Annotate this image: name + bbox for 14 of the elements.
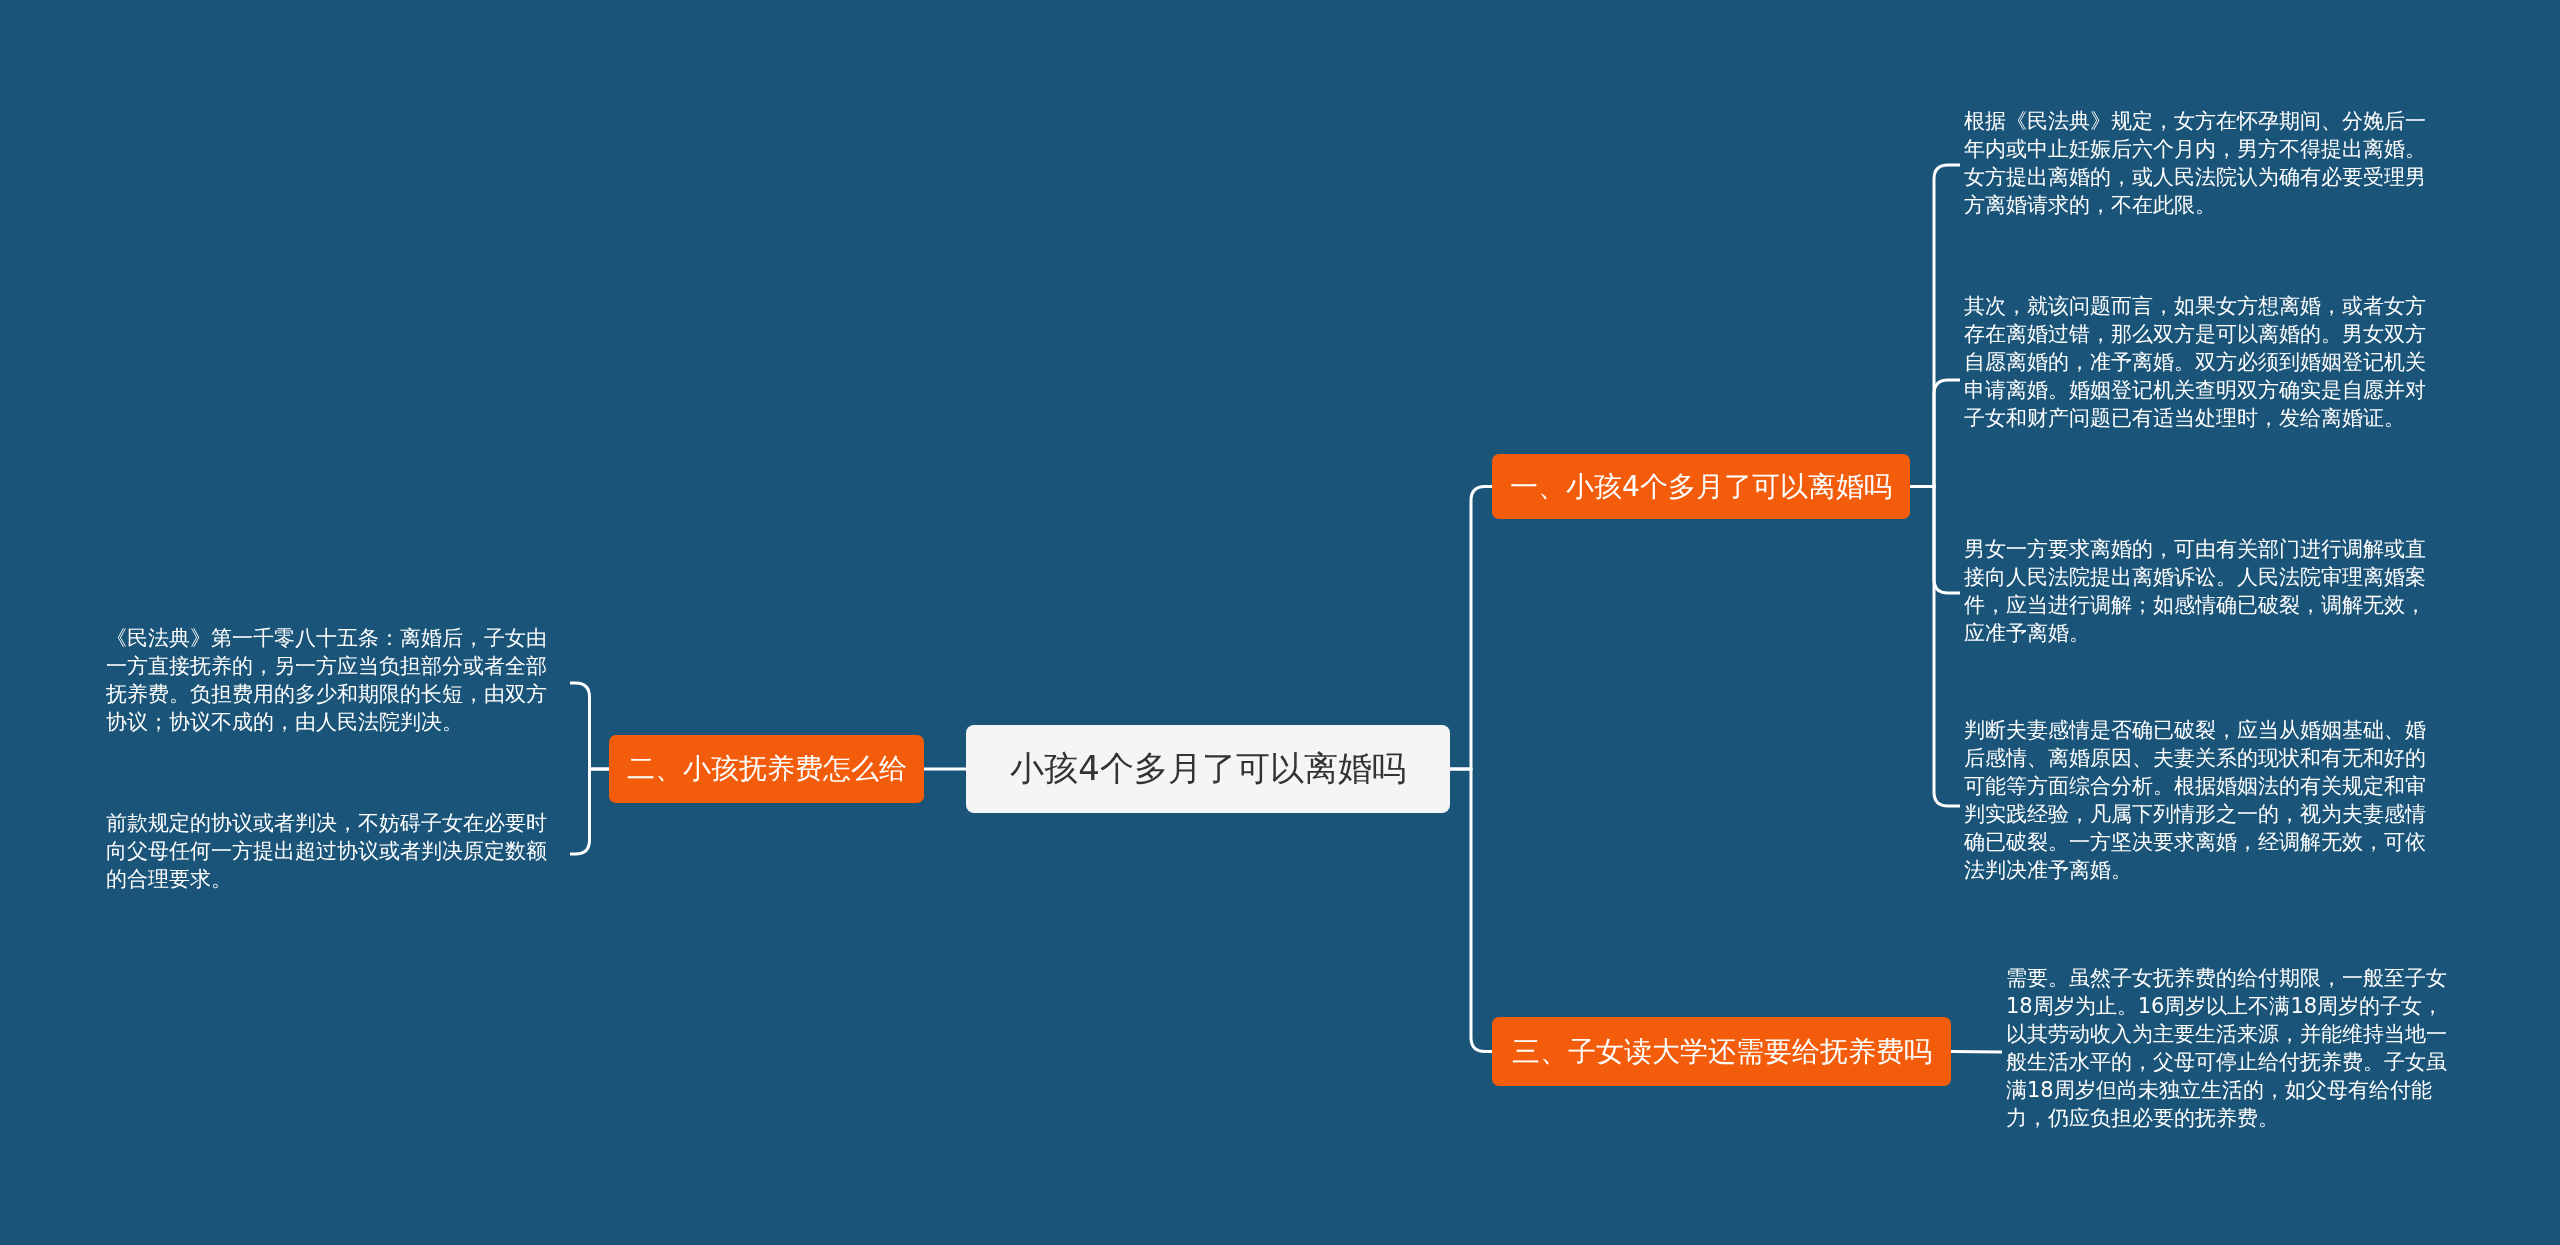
note-text: 前款规定的协议或者判决，不妨碍子女在必要时向父母任何一方提出超过协议或者判决原定数额的合理要求。 bbox=[106, 809, 566, 899]
note-text: 男女一方要求离婚的，可由有关部门进行调解或直接向人民法院提出离婚诉讼。人民法院审理离婚案件，应当进行调解；如感情确已破裂，调解无效，应准予离婚。 bbox=[1964, 535, 2426, 651]
central-topic-box: 小孩4个多月了可以离婚吗 bbox=[966, 725, 1450, 813]
topic-box: 一、小孩4个多月了可以离婚吗 bbox=[1492, 454, 1910, 519]
topic-box: 三、子女读大学还需要给抚养费吗 bbox=[1492, 1017, 1951, 1086]
connector-line bbox=[924, 767, 966, 771]
connector-line bbox=[1951, 1050, 2002, 1054]
note-text: 判断夫妻感情是否确已破裂，应当从婚姻基础、婚后感情、离婚原因、夫妻关系的现状和有无和好的可能等方面综合分析。根据婚姻法的有关规定和审判实践经验，凡属下列情形之一的，视为夫妻感情确已破裂。一方坚决要求离婚，经调解无效，可依法判决准予离婚。 bbox=[1964, 716, 2426, 896]
note-text: 根据《民法典》规定，女方在怀孕期间、分娩后一年内或中止妊娠后六个月内，男方不得提出离婚。女方提出离婚的，或人民法院认为确有必要受理男方离婚请求的，不在此限。 bbox=[1964, 107, 2426, 223]
topic-box: 二、小孩抚养费怎么给 bbox=[609, 735, 924, 803]
note-text: 其次，就该问题而言，如果女方想离婚，或者女方存在离婚过错，那么双方是可以离婚的。男女双方自愿离婚的，准予离婚。双方必须到婚姻登记机关申请离婚。婚姻登记机关查明双方确实是自愿并对子女和财产问题已有适当处理时，发给离婚证。 bbox=[1964, 292, 2426, 468]
note-text: 需要。虽然子女抚养费的给付期限，一般至子女18周岁为止。16周岁以上不满18周岁的子女，以其劳动收入为主要生活来源，并能维持当地一般生活水平的，父母可停止给付抚养费。子女虽满18周岁但尚未独立生活的，如父母有给付能力，仍应负担必要的抚养费。 bbox=[2006, 964, 2462, 1140]
note-text: 《民法典》第一千零八十五条：离婚后，子女由一方直接抚养的，另一方应当负担部分或者全部抚养费。负担费用的多少和期限的长短，由双方协议；协议不成的，由人民法院判决。 bbox=[106, 624, 566, 742]
connector-line bbox=[1450, 767, 1492, 1053]
